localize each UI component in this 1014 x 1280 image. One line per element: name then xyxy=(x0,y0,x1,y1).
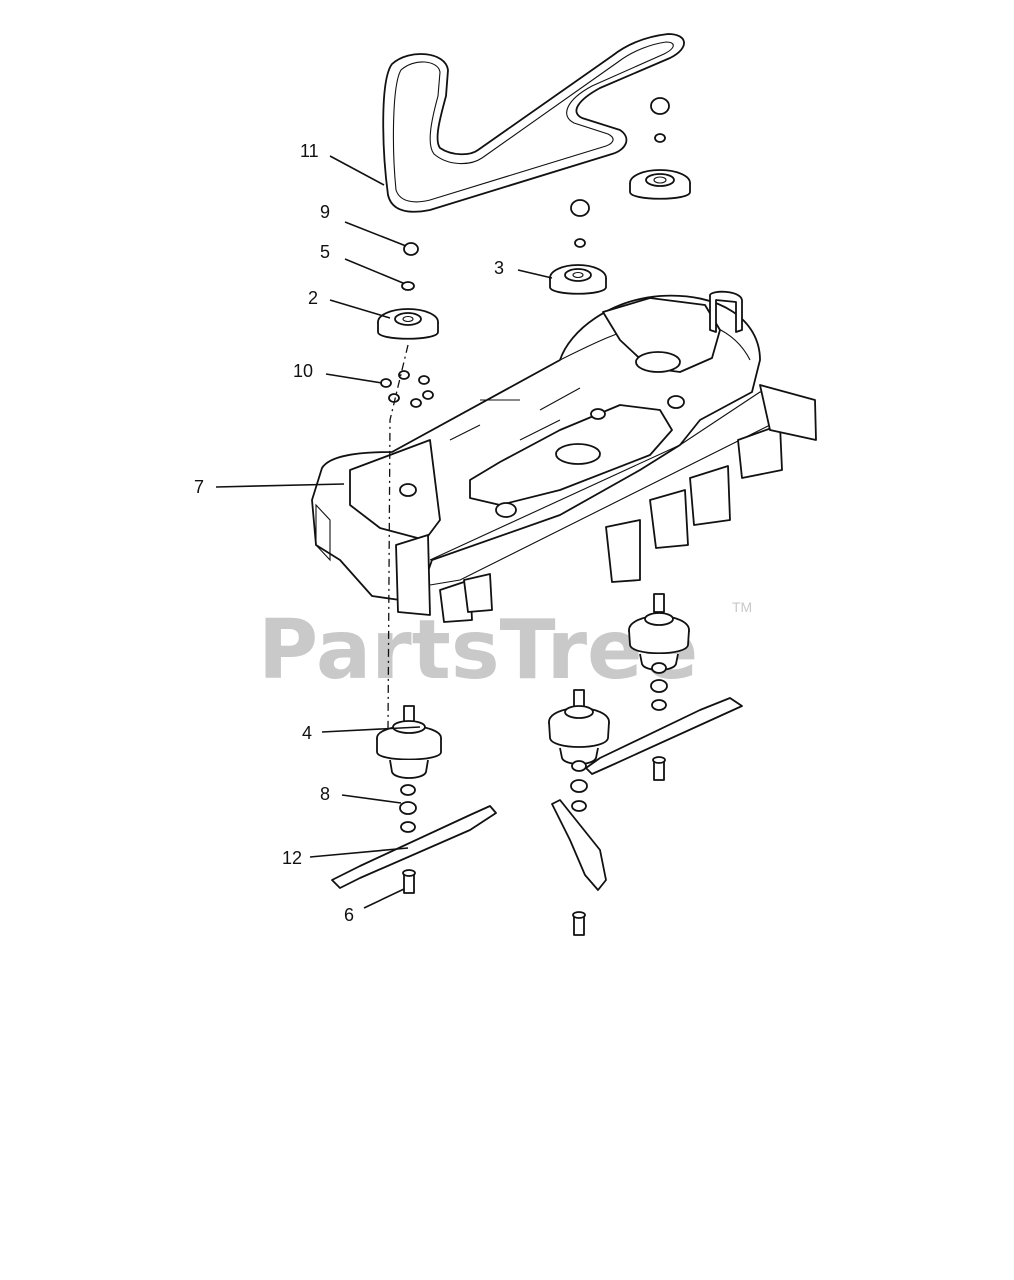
callout-11: 11 xyxy=(300,141,319,161)
part-right-spindle[interactable] xyxy=(585,593,743,781)
part-center-spindle[interactable] xyxy=(548,689,610,936)
callout-6: 6 xyxy=(344,905,354,925)
alignment-centerline xyxy=(387,344,409,731)
part-washers-8[interactable] xyxy=(399,784,417,833)
part-bolt-6[interactable] xyxy=(402,869,416,894)
part-top-right-pulley[interactable] xyxy=(629,97,691,200)
part-washer-5[interactable] xyxy=(401,281,415,291)
watermark: PartsTree xyxy=(258,603,698,698)
callout-3: 3 xyxy=(494,258,504,278)
part-nut-9[interactable] xyxy=(403,242,419,256)
callout-9: 9 xyxy=(320,202,330,222)
callout-7: 7 xyxy=(194,477,204,497)
callout-12: 12 xyxy=(282,848,302,868)
part-pulley-3[interactable] xyxy=(549,199,607,295)
watermark-trademark: TM xyxy=(732,599,752,615)
part-nuts-10[interactable] xyxy=(380,370,434,408)
part-spindle-4[interactable] xyxy=(376,705,442,779)
callout-8: 8 xyxy=(320,784,330,804)
callout-10: 10 xyxy=(293,361,313,381)
part-mower-deck[interactable] xyxy=(311,290,817,623)
leader-lines xyxy=(215,155,553,909)
part-belt[interactable] xyxy=(382,33,685,213)
callout-2: 2 xyxy=(308,288,318,308)
callout-5: 5 xyxy=(320,242,330,262)
part-pulley-2[interactable] xyxy=(377,308,439,340)
callout-4: 4 xyxy=(302,723,312,743)
